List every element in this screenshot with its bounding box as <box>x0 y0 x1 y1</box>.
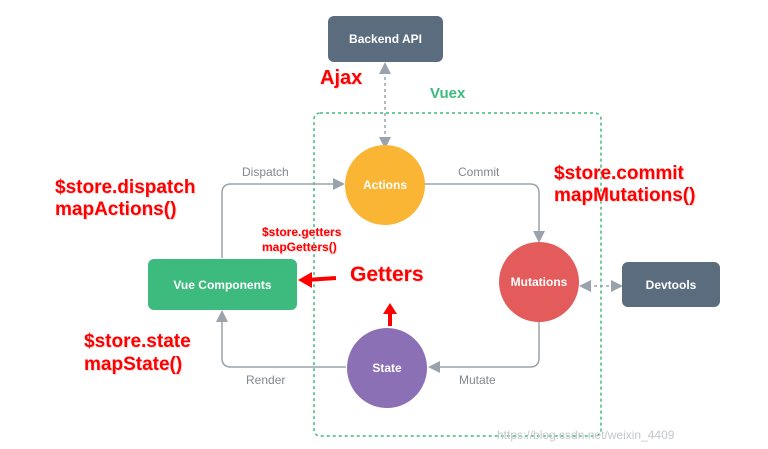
commit-label: Commit <box>458 165 500 179</box>
ajax-annotation: Ajax <box>320 67 363 89</box>
mutate-connector <box>428 318 540 373</box>
store-state-annotation: $store.state <box>84 331 191 352</box>
state-node: State <box>347 328 427 408</box>
map-getters-annotation: mapGetters() <box>262 240 337 254</box>
map-state-annotation: mapState() <box>84 354 183 375</box>
mutate-label: Mutate <box>459 373 496 387</box>
commit-connector <box>423 183 545 243</box>
mutations-node: Mutations <box>499 242 579 322</box>
map-mutations-annotation: mapMutations() <box>554 185 696 206</box>
actions-node: Actions <box>345 145 425 225</box>
state-up-arrow-head <box>383 303 397 314</box>
vuex-label: Vuex <box>430 85 466 102</box>
dispatch-connector <box>221 178 345 258</box>
store-dispatch-annotation: $store.dispatch <box>55 177 196 198</box>
vuex-boundary <box>313 112 602 437</box>
getters-annotation: Getters <box>350 263 424 286</box>
render-label: Render <box>246 373 286 387</box>
backend-api-node: Backend API <box>328 16 443 62</box>
store-commit-annotation: $store.commit <box>554 163 684 184</box>
devtools-node: Devtools <box>622 262 720 307</box>
map-actions-annotation: mapActions() <box>55 199 177 220</box>
render-connector <box>216 310 346 368</box>
vue-components-node: Vue Components <box>148 259 297 310</box>
getters-arrow-head <box>298 272 312 288</box>
watermark-text: https://blog.csdn.net/weixin_4409 <box>497 428 675 442</box>
dispatch-label: Dispatch <box>242 165 289 179</box>
store-getters-annotation: $store.getters <box>262 225 342 239</box>
